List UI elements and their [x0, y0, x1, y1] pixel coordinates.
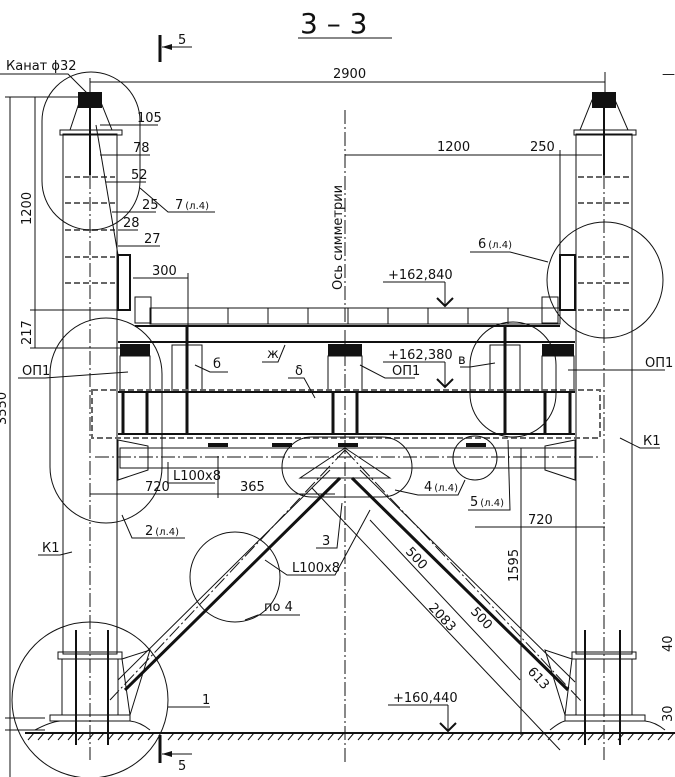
- symmetry-axis-label: Ось симметрии: [331, 185, 346, 290]
- deck-boards: [134, 296, 561, 327]
- column-bases: [34, 630, 666, 745]
- elevation-ground: +160,440: [388, 691, 458, 733]
- callout-5: 5(л.4): [470, 495, 504, 510]
- right-column-k1: [559, 92, 637, 760]
- dim-2900: 2900: [333, 67, 366, 82]
- svg-text:+160,440: +160,440: [393, 691, 458, 706]
- section-mark-top: 5: [158, 33, 192, 62]
- dim-28: 28: [123, 216, 140, 231]
- rope-leader: [0, 73, 91, 97]
- label-b: б: [213, 357, 221, 372]
- section-mark-bottom: 5: [158, 735, 192, 774]
- diagonal-braces: [109, 447, 583, 703]
- label-k1-right: К1: [643, 434, 661, 449]
- elevation-beam: +162,380: [383, 348, 454, 389]
- dim-1595: 1595: [507, 549, 522, 582]
- svg-text:+162,840: +162,840: [388, 268, 453, 283]
- label-angle-1: L100x8: [173, 469, 221, 484]
- label-zh: ж: [267, 347, 279, 362]
- dim-300: 300: [152, 264, 177, 279]
- frame-beams: [91, 326, 601, 481]
- dim-720-right: 720: [528, 513, 553, 528]
- label-d: δ: [295, 364, 303, 379]
- callout-po4: по 4: [264, 600, 293, 615]
- svg-text:+162,380: +162,380: [388, 348, 453, 363]
- dim-2083: 2083: [425, 600, 459, 634]
- rope-dims: 105 78 52 25 28 27 300: [100, 111, 189, 326]
- dim-250: 250: [530, 140, 555, 155]
- dim-25: 25: [142, 198, 159, 213]
- dim-30: 30: [661, 705, 675, 722]
- dim-3550: 3550: [0, 392, 10, 425]
- elevation-deck: +162,840: [383, 268, 454, 308]
- label-op1-left: ОП1: [22, 364, 50, 379]
- label-op1-center: ОП1: [392, 364, 420, 379]
- dim-217: 217: [20, 320, 35, 345]
- dim-105: 105: [137, 111, 162, 126]
- svg-text:5: 5: [178, 759, 186, 774]
- rope-label: Канат ϕ32: [6, 59, 76, 74]
- left-column-k1: [59, 92, 131, 760]
- label-k1-left: К1: [42, 541, 60, 556]
- callout-2: 2(л.4): [145, 524, 179, 539]
- callout-4: 4(л.4): [424, 480, 458, 495]
- label-v: в: [458, 353, 466, 368]
- dim-40: 40: [661, 635, 675, 652]
- callout-7: 7(л.4): [175, 198, 209, 213]
- callout-3: 3: [322, 534, 330, 549]
- section-title: 3 – 3: [300, 7, 367, 40]
- dim-78: 78: [133, 141, 150, 156]
- label-op1-right: ОП1: [645, 356, 673, 371]
- svg-text:5: 5: [178, 33, 186, 48]
- callout-6: 6(л.4): [478, 237, 512, 252]
- detail-callout-outlines: [11, 71, 664, 777]
- dim-1200-left: 1200: [20, 192, 35, 225]
- dim-1200-top: 1200: [437, 140, 470, 155]
- dim-52: 52: [131, 168, 148, 183]
- edge-mark: —: [662, 67, 675, 82]
- callout-1: 1: [202, 693, 210, 708]
- dim-365: 365: [240, 480, 265, 495]
- dim-720-left: 720: [145, 480, 170, 495]
- label-angle-2: L100x8: [292, 561, 340, 576]
- ground-line: [25, 732, 675, 741]
- dim-27: 27: [144, 232, 161, 247]
